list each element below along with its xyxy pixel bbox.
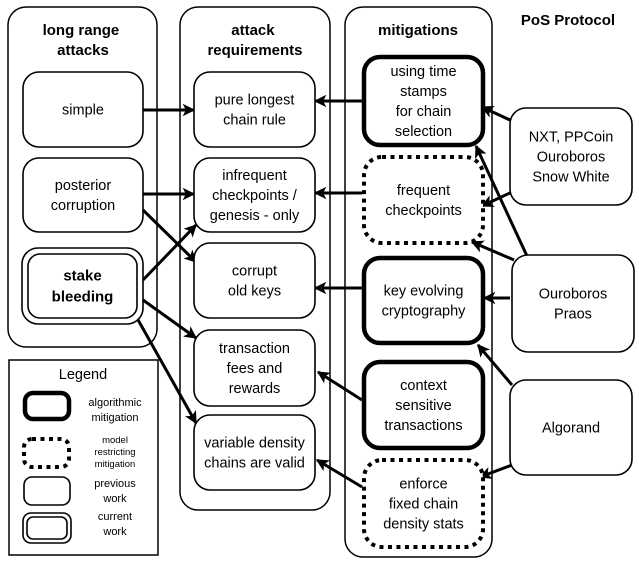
node-box-frequent-cp [362,155,485,245]
edge-nxt-to-timestamps [480,105,511,122]
edge-posterior-to-corrupt-keys [141,208,198,264]
node-label-algorand: Algorand [542,421,600,437]
header-attack-requirements: attack requirements [207,22,302,59]
node-algorand: Algorand [509,379,633,476]
node-box-pure-longest [193,71,316,148]
column-attack-requirements [179,6,331,511]
header-pos-protocol: PoS Protocol [521,12,615,29]
node-simple: simple [22,71,144,148]
legend-title: Legend [59,367,107,383]
edge-algorand-to-fixed-density [478,463,513,479]
edge-stake-bleeding-to-infrequent [141,223,198,282]
edge-stake-bleeding-to-tx-fees [142,298,198,340]
legend-swatch-model [22,437,71,469]
node-box-stake-bleeding-inner [27,253,138,319]
node-box-variable-density [193,414,316,491]
node-box-praos [511,254,635,353]
node-box-timestamps [361,54,486,148]
node-box-nxt [509,107,633,206]
edge-praos-to-timestamps [474,144,529,257]
node-box-context-tx [361,359,486,451]
node-box-algorand [509,379,633,476]
header-mitigations: mitigations [378,22,458,39]
node-box-infrequent [193,157,316,233]
edge-context-tx-to-tx-fees [316,370,363,402]
header-long-range-attacks: long range attacks [43,22,124,59]
node-label-simple: simple [62,103,104,119]
edge-algorand-to-key-evolving [476,344,514,386]
edge-stake-bleeding-to-variable-density [135,317,198,425]
node-box-key-evolving [361,255,486,346]
legend-swatch-previous [23,476,71,506]
legend-swatch-algorithmic [22,390,72,422]
legend-swatch-current-inner [26,516,68,540]
column-mitigations [344,6,493,558]
column-long-range-attacks [7,6,158,348]
node-box-tx-fees [193,329,316,407]
edge-praos-to-frequent-cp [470,240,515,262]
node-box-corrupt-keys [193,242,316,319]
node-box-fixed-density [362,458,485,549]
node-box-posterior [22,157,144,233]
edge-nxt-to-frequent-cp [480,190,513,208]
node-box-simple [22,71,144,148]
edges-layer [135,94,529,489]
edge-fixed-density-to-variable-density [315,458,363,489]
